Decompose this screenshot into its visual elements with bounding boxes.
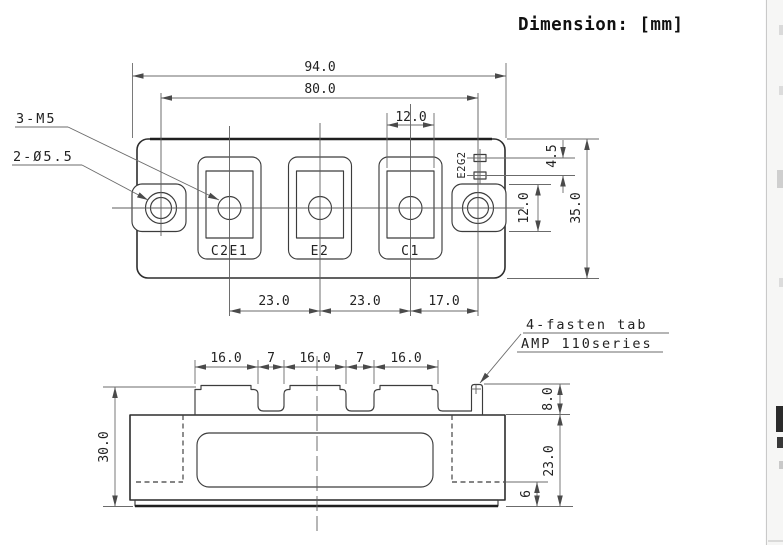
page-edge-strip: [765, 0, 783, 545]
svg-text:30.0: 30.0: [97, 431, 112, 462]
dim-pitch-c1-mount: 17.0: [428, 294, 459, 309]
center-lines-top-view: [112, 93, 524, 316]
top-view: C2E1 E2 C1 E2G2 94.0 80.0 12.0 23.0: [12, 60, 599, 316]
callout-screw-holes: 3-M5: [15, 111, 220, 201]
dim-pad2-width: 16.0: [299, 351, 330, 366]
callout-fasten-tab: 4-fasten tab AMP 110series: [479, 317, 669, 384]
dim-gate-pin-pitch: 4.5: [467, 140, 575, 193]
terminal-label-e2: E2: [311, 244, 330, 259]
callout-fasten-tab-line1: 4-fasten tab: [526, 317, 648, 333]
dim-flange-slot-height: 12.0: [509, 184, 551, 232]
baseplate: [134, 499, 499, 508]
svg-text:94.0: 94.0: [304, 60, 335, 75]
dim-pitch-c2e1-e2: 23.0: [258, 294, 289, 309]
terminal-label-c2e1: C2E1: [211, 244, 248, 259]
callout-mount-holes: 2-Ø5.5: [12, 149, 149, 201]
dim-pad-row: 16.0 7 16.0 7 16.0: [194, 351, 439, 384]
dim-pad-width: 12.0: [386, 110, 435, 168]
svg-text:80.0: 80.0: [304, 82, 335, 97]
units-note: Dimension: [mm]: [518, 15, 684, 35]
fasten-tab-cross: [471, 384, 481, 394]
edge-fragment: [779, 461, 783, 469]
edge-fragment: [779, 25, 783, 35]
edge-fragment: [779, 86, 783, 95]
label-recess: [196, 432, 434, 488]
svg-text:3-M5: 3-M5: [16, 111, 57, 127]
dim-pitch-e2-c1: 23.0: [349, 294, 380, 309]
dim-base-height: 6: [506, 481, 548, 507]
terminal-label-c1: C1: [401, 244, 420, 259]
dim-gap1: 7: [267, 351, 275, 366]
edge-fragment: [779, 278, 783, 287]
svg-text:12.0: 12.0: [517, 192, 532, 223]
dim-pad3-width: 16.0: [390, 351, 421, 366]
dim-terminal-pitches: 23.0 23.0 17.0: [229, 294, 478, 314]
svg-text:23.0: 23.0: [542, 445, 557, 476]
svg-text:12.0: 12.0: [395, 110, 426, 125]
dim-tab-height: 8.0: [484, 383, 570, 415]
side-view: 16.0 7 16.0 7 16.0 30.0 8.0 23.0: [97, 317, 669, 532]
svg-text:8.0: 8.0: [541, 387, 556, 410]
dim-overall-height: 30.0: [97, 386, 196, 507]
svg-text:2-Ø5.5: 2-Ø5.5: [13, 149, 74, 165]
callout-fasten-tab-line2: AMP 110series: [521, 336, 653, 352]
dim-gap2: 7: [356, 351, 364, 366]
terminal-deck-profile: [194, 383, 484, 415]
svg-text:6: 6: [519, 490, 534, 498]
edge-fragment-dark: [777, 437, 783, 448]
dim-overall-depth: 35.0: [507, 138, 599, 279]
edge-fragment: [777, 170, 783, 188]
hidden-lines: [136, 415, 504, 483]
dim-mount-hole-pitch: 80.0: [161, 82, 478, 101]
dim-case-height: 23.0: [506, 414, 573, 507]
terminal-label-e2g2: E2G2: [456, 151, 468, 178]
edge-fragment-dark: [776, 406, 783, 432]
svg-text:4.5: 4.5: [545, 144, 560, 167]
dim-pad1-width: 16.0: [210, 351, 241, 366]
gate-pins: [473, 149, 487, 184]
svg-text:35.0: 35.0: [569, 192, 584, 223]
dim-overall-width: 94.0: [132, 60, 507, 138]
